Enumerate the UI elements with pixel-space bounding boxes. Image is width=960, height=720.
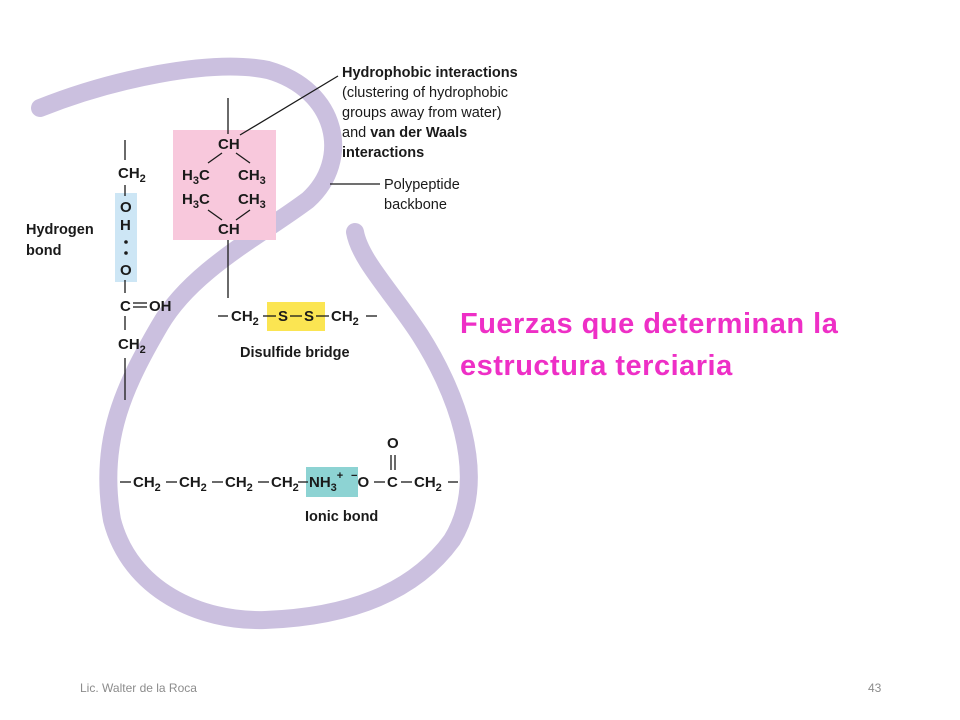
hbond-o-top: O (120, 199, 132, 216)
hydrophobic-ch-bottom: CH (218, 221, 240, 238)
ionic-nh3-plus: NH3+ (309, 470, 343, 494)
hydrophobic-label-line4: and van der Waals (342, 125, 467, 141)
ionic-bond-label: Ionic bond (305, 509, 378, 525)
slide-title-line1: Fuerzas que determinan la (460, 308, 839, 340)
hbond-dot-2 (124, 251, 128, 255)
left-ch2-top: CH2 (118, 165, 146, 185)
ionic-carbonyl-c: C (387, 474, 398, 491)
hydrophobic-ch3-top: CH3 (238, 167, 266, 187)
hydrophobic-label-line2: (clustering of hydrophobic (342, 85, 508, 101)
hydrophobic-ch3-bottom: CH3 (238, 191, 266, 211)
left-ch2-bottom: CH2 (118, 336, 146, 356)
hydrophobic-h3c-bottom: H3C (182, 191, 210, 211)
hydrophobic-label-vdw: van der Waals (370, 125, 467, 141)
slide-title-line2: estructura terciaria (460, 350, 733, 382)
footer-author: Lic. Walter de la Roca (80, 681, 197, 695)
disulfide-s-left: S (278, 308, 288, 325)
ionic-o-minus: −O (351, 470, 369, 491)
hydrophobic-bond-tl (207, 152, 223, 164)
ionic-ch2-3: CH2 (225, 474, 253, 494)
disulfide-s-right: S (304, 308, 314, 325)
polypeptide-label-line1: Polypeptide (384, 177, 460, 193)
carboxyl-c: C (120, 298, 131, 315)
hydrophobic-label-line3: groups away from water) (342, 105, 502, 121)
hydrophobic-bond-tr (235, 152, 251, 164)
disulfide-ch2-right: CH2 (331, 308, 359, 328)
hydrophobic-highlight-box (173, 130, 276, 240)
disulfide-bridge-label: Disulfide bridge (240, 345, 350, 361)
polypeptide-label-line2: backbone (384, 197, 447, 213)
hydrophobic-ch-top: CH (218, 136, 240, 153)
hydrogen-bond-highlight-box (115, 193, 137, 282)
hydrophobic-leader-line (239, 75, 339, 136)
ionic-ch2-2: CH2 (179, 474, 207, 494)
ionic-ch2-4: CH2 (271, 474, 299, 494)
ionic-carbonyl-o: O (387, 435, 399, 452)
carboxyl-oh: OH (149, 298, 172, 315)
ionic-ch2-5: CH2 (414, 474, 442, 494)
hydrogen-bond-label-line1: Hydrogen (26, 222, 94, 238)
hbond-o-bottom: O (120, 262, 132, 279)
polypeptide-backbone-ribbon (31, 57, 478, 630)
footer-page-number: 43 (868, 681, 882, 695)
hydrophobic-label-line5: interactions (342, 145, 424, 161)
hydrophobic-h3c-top: H3C (182, 167, 210, 187)
hbond-h: H (120, 217, 131, 234)
ionic-ch2-1: CH2 (133, 474, 161, 494)
hydrophobic-bond-bl (207, 209, 223, 221)
ionic-highlight-box (306, 467, 358, 497)
hydrophobic-bond-br (235, 209, 251, 221)
hydrophobic-label-line1: Hydrophobic interactions (342, 65, 518, 81)
hydrophobic-label-and: and (342, 125, 370, 141)
hydrogen-bond-label-line2: bond (26, 243, 61, 259)
hbond-dot-1 (124, 240, 128, 244)
disulfide-ch2-left: CH2 (231, 308, 259, 328)
